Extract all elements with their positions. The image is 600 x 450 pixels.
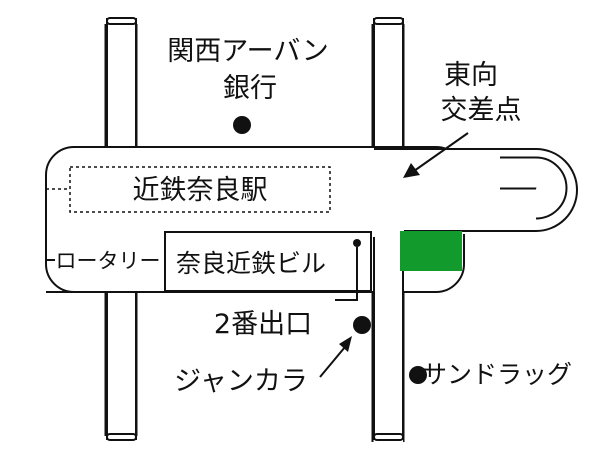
jankara-label: ジャンカラ — [174, 366, 308, 397]
road-top-cap-2 — [373, 17, 404, 25]
road-bottom-cap-1 — [106, 433, 137, 441]
intersection-arrow-head-icon — [403, 163, 420, 178]
intersection-label-line1: 東向 — [444, 60, 498, 91]
jankara-marker-icon — [353, 316, 371, 334]
station-block-east-cover — [360, 149, 500, 234]
rotary-label: ロータリー — [56, 249, 161, 273]
sundrug-label: サンドラッグ — [422, 360, 572, 389]
road-bottom-cap-2 — [373, 433, 404, 441]
bank-marker-icon — [233, 116, 251, 134]
exit2-label: 2番出口 — [214, 309, 312, 340]
ns-street-cover — [374, 231, 403, 443]
exit-marker-icon — [353, 239, 361, 247]
station-label: 近鉄奈良駅 — [133, 175, 268, 206]
building-outline — [164, 231, 372, 292]
bank-label-line2: 銀行 — [223, 73, 277, 104]
destination-highlight — [400, 231, 462, 271]
intersection-arrow-line — [413, 132, 469, 172]
sundrug-marker-icon — [409, 366, 427, 384]
road-top-cap-1 — [106, 17, 137, 25]
station-block-east-edge — [374, 148, 578, 232]
intersection-label-line2: 交差点 — [441, 95, 522, 126]
building-label: 奈良近鉄ビル — [176, 249, 326, 278]
jankara-arrow-head-icon — [339, 336, 352, 352]
bank-label-line1: 関西アーバン — [167, 36, 328, 67]
jankara-arrow-line — [319, 346, 346, 378]
station-platform — [69, 166, 331, 213]
exit-leader-line — [335, 247, 358, 301]
